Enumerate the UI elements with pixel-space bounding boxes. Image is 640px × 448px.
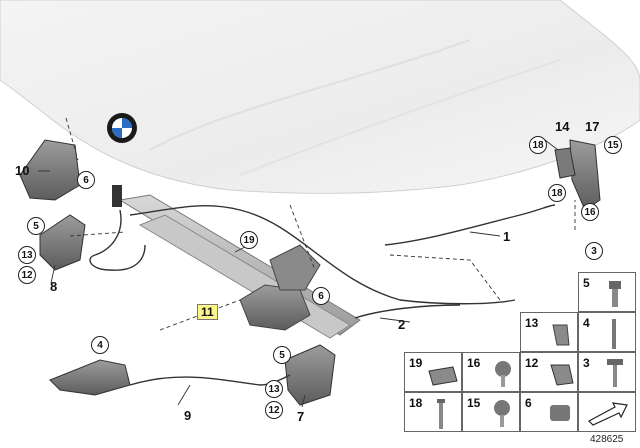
- bowden-cable: [354, 304, 461, 319]
- wiring-harness: [89, 209, 146, 271]
- latch-bottom: [284, 344, 336, 406]
- bowden-cable: [129, 205, 516, 305]
- callout-6: 6: [312, 287, 330, 305]
- pin-icon: [612, 319, 616, 349]
- part-cell-18: 18: [404, 392, 462, 432]
- hood-crease: [239, 59, 561, 176]
- callout-18: 18: [548, 184, 566, 202]
- reference-arrow-cell: [578, 392, 636, 432]
- callout-11-highlight: 11: [197, 304, 218, 320]
- callout-3: 3: [585, 242, 603, 260]
- bolt-icon: [494, 400, 510, 427]
- part-cell-5: 5: [578, 272, 636, 312]
- clamp-icon: [428, 366, 458, 386]
- latch-left: [39, 214, 86, 271]
- callout-2: 2: [398, 317, 406, 332]
- callout-1: 1: [503, 229, 511, 244]
- callout-14: 14: [555, 119, 570, 134]
- latch-bracket: [269, 244, 321, 291]
- hinge-right-piece: [554, 147, 576, 179]
- part-cell-19: 19: [404, 352, 462, 392]
- screw-icon: [607, 359, 623, 387]
- part-cell-13: 13: [520, 312, 578, 352]
- bolt-icon: [609, 281, 621, 307]
- part-cell-6: 6: [520, 392, 578, 432]
- hood-panel: [0, 0, 640, 194]
- callout-4: 4: [91, 336, 109, 354]
- clip-icon: [552, 324, 570, 346]
- callout-13: 13: [18, 246, 36, 264]
- callout-19: 19: [240, 231, 258, 249]
- bowden-cable: [384, 204, 556, 246]
- part-cell-12: 12: [520, 352, 578, 392]
- callout-5: 5: [273, 346, 291, 364]
- callout-18: 18: [529, 136, 547, 154]
- callout-9: 9: [184, 408, 192, 423]
- bracket-icon: [550, 364, 574, 386]
- nut-icon: [495, 361, 511, 387]
- callout-12: 12: [265, 401, 283, 419]
- part-cell-16: 16: [462, 352, 520, 392]
- callout-8: 8: [50, 279, 58, 294]
- bmw-logo: [107, 113, 137, 143]
- callout-13: 13: [265, 380, 283, 398]
- part-cell-4: 4: [578, 312, 636, 352]
- reference-arrow-icon: [588, 402, 628, 426]
- part-cell-15: 15: [462, 392, 520, 432]
- part-cell-3: 3: [578, 352, 636, 392]
- callout-16: 16: [581, 203, 599, 221]
- screw-icon: [437, 399, 445, 429]
- hood-crease: [149, 39, 471, 151]
- callout-17: 17: [585, 119, 600, 134]
- release-handle: [49, 359, 131, 396]
- callout-7: 7: [297, 409, 305, 424]
- connector: [112, 185, 122, 207]
- callout-6: 6: [77, 171, 95, 189]
- callout-5: 5: [27, 217, 45, 235]
- callout-12: 12: [18, 266, 36, 284]
- callout-15: 15: [604, 136, 622, 154]
- callout-10: 10: [15, 163, 30, 178]
- reference-number: 428625: [590, 434, 624, 445]
- flange-nut-icon: [550, 405, 570, 421]
- latch-bracket: [239, 284, 311, 331]
